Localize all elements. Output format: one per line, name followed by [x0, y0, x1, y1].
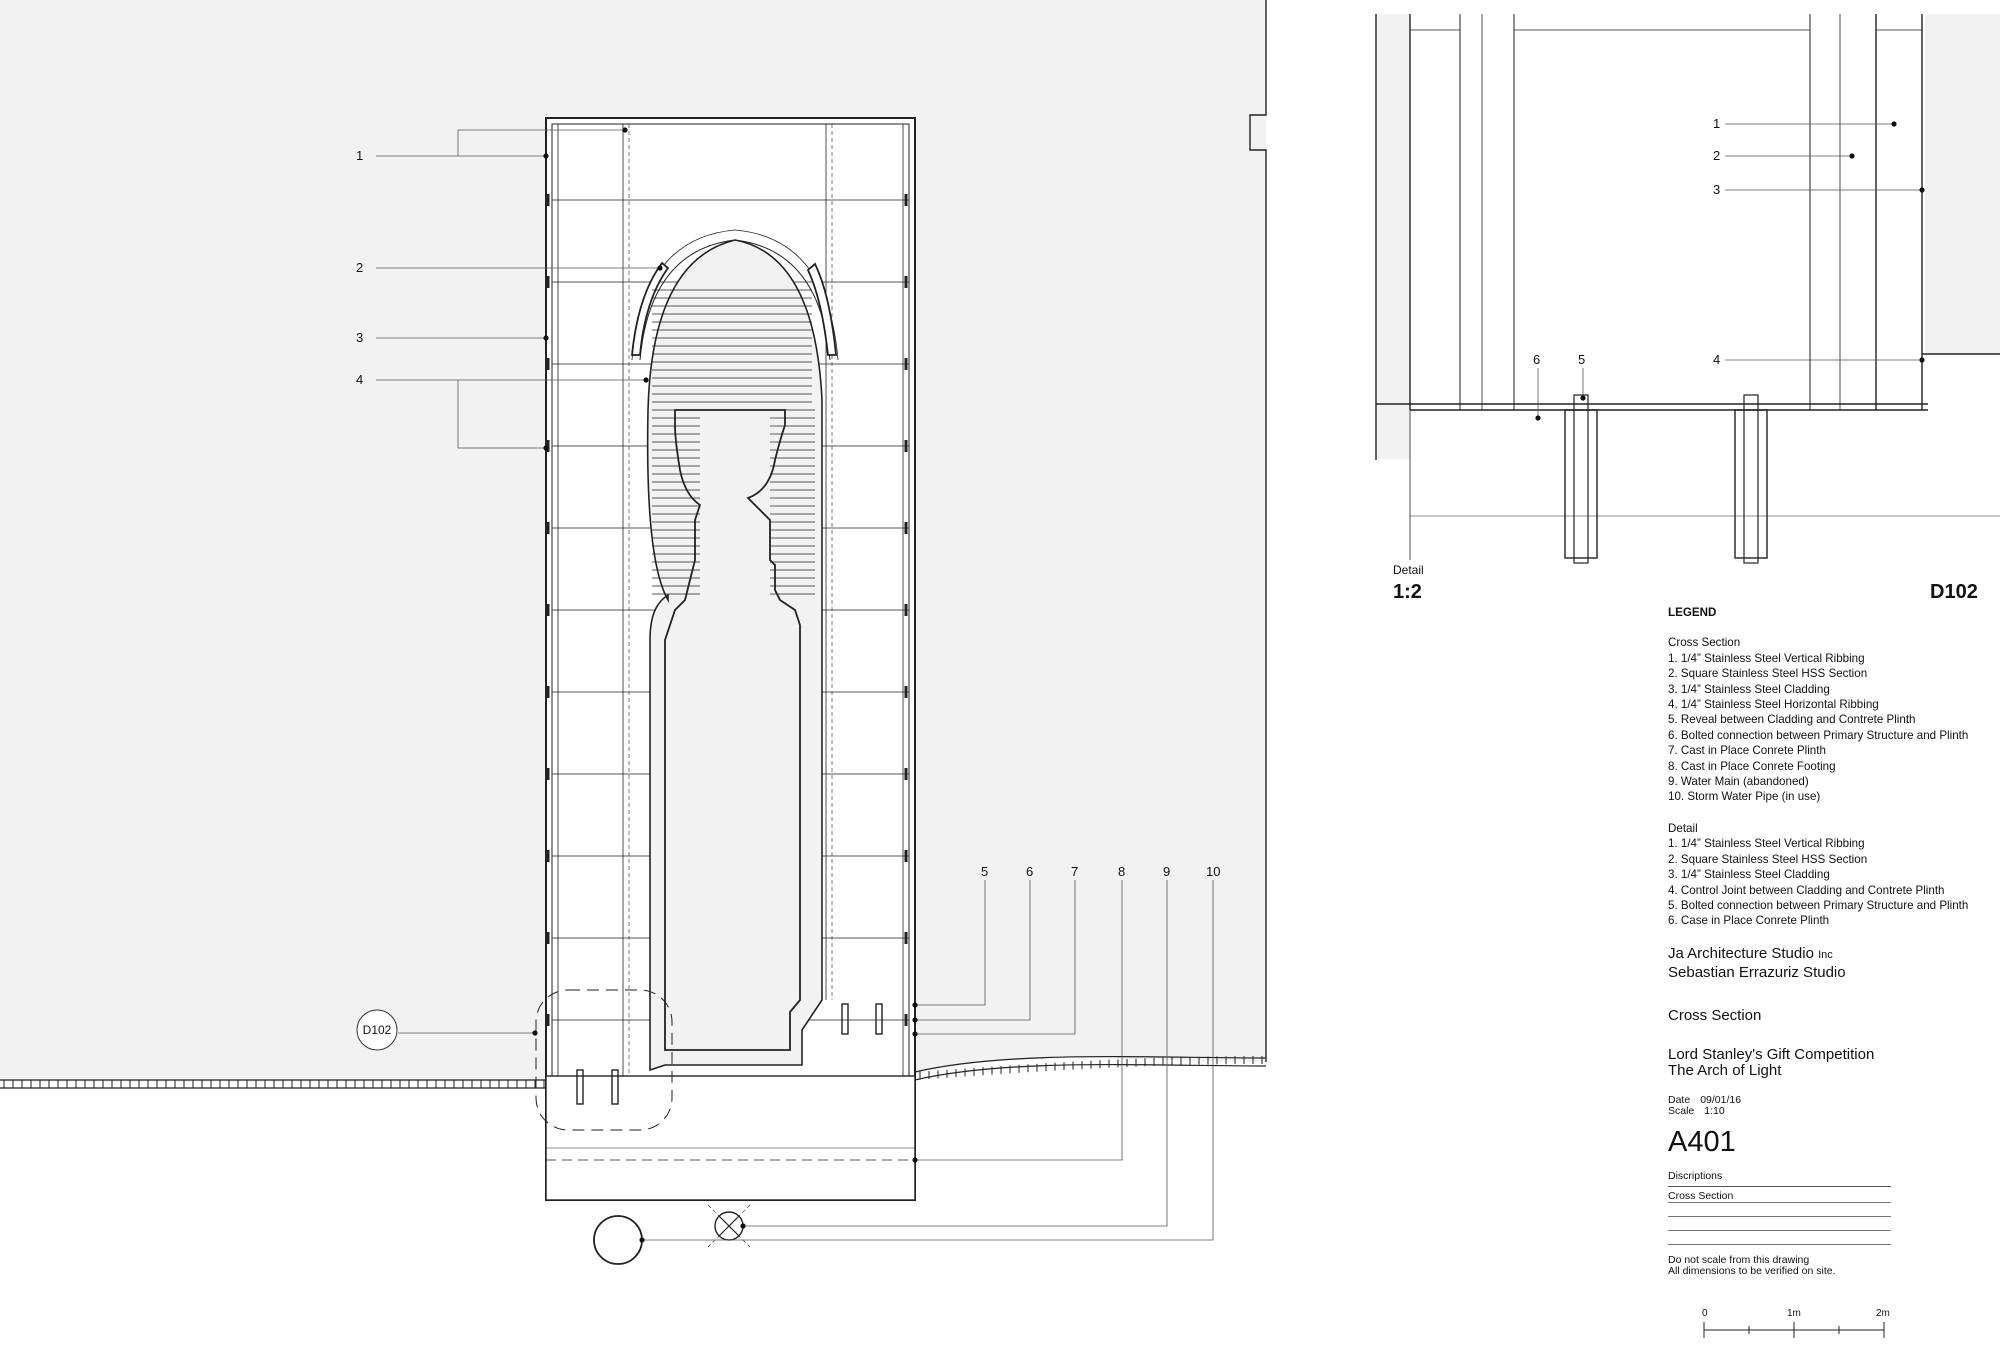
- studio-names: Ja Architecture Studio Inc Sebastian Err…: [1668, 945, 1998, 982]
- scale-tick-2m: 2m: [1876, 1308, 1890, 1319]
- legend-item: 10. Storm Water Pipe (in use): [1668, 790, 1821, 804]
- leader-lines: [376, 129, 1214, 1241]
- legend-item: 2. Square Stainless Steel HSS Section: [1668, 667, 1868, 681]
- arch-structure: [535, 117, 916, 1265]
- leader-dots: [532, 127, 918, 1243]
- legend-item: 3. 1/4” Stainless Steel Cladding: [1668, 868, 1830, 882]
- detail-leaders: [1537, 123, 1922, 418]
- detail-callout-3: 3: [1713, 182, 1720, 197]
- studio-2: Sebastian Errazuriz Studio: [1668, 963, 1846, 981]
- detail-callout-4: 4: [1713, 352, 1720, 367]
- project-line-2: The Arch of Light: [1668, 1062, 1782, 1080]
- callout-1: 1: [356, 148, 363, 163]
- project-name: Lord Stanley's Gift Competition The Arch…: [1668, 1047, 1998, 1079]
- scale-value: 1:10: [1704, 1105, 1725, 1118]
- date-label: Date: [1668, 1094, 1691, 1107]
- scale-note: Do not scale from this drawing All dimen…: [1668, 1253, 1998, 1277]
- project-line-1: Lord Stanley's Gift Competition: [1668, 1046, 1875, 1064]
- detail-callout-2: 2: [1713, 148, 1720, 163]
- legend-item: 8. Cast in Place Conrete Footing: [1668, 759, 1836, 773]
- legend-item: 9. Water Main (abandoned): [1668, 775, 1809, 789]
- date-value: 09/01/16: [1700, 1094, 1742, 1107]
- descriptions-label: Discriptions: [1668, 1169, 1891, 1187]
- legend-item: 6. Bolted connection between Primary Str…: [1668, 728, 1969, 742]
- note-1: Do not scale from this drawing: [1668, 1253, 1810, 1266]
- description-row-empty: [1668, 1203, 1891, 1217]
- description-row-empty: [1668, 1217, 1891, 1231]
- detail-tag-circle: [356, 1009, 398, 1051]
- legend-cross-section: Cross Section 1. 1/4” Stainless Steel Ve…: [1668, 635, 1998, 804]
- detail-dots: [1535, 121, 1925, 421]
- detail-id: D102: [1930, 581, 1978, 603]
- date-scale: Date 09/01/16 Scale 1:10: [1668, 1095, 1998, 1117]
- legend-title-block: LEGEND Cross Section 1. 1/4” Stainless S…: [1668, 605, 1998, 1277]
- legend-item: 5. Reveal between Cladding and Contrete …: [1668, 713, 1916, 727]
- legend-item: 2. Square Stainless Steel HSS Section: [1668, 852, 1868, 866]
- sheet-number: A401: [1668, 1126, 1736, 1159]
- description-row-empty: [1668, 1231, 1891, 1245]
- legend-item: 5. Bolted connection between Primary Str…: [1668, 898, 1969, 912]
- legend-detail-heading: Detail: [1668, 821, 1698, 835]
- legend-item: 3. 1/4” Stainless Steel Cladding: [1668, 682, 1830, 696]
- callout-6: 6: [1026, 864, 1033, 879]
- legend-item: 6. Case in Place Conrete Plinth: [1668, 914, 1830, 928]
- studio-1: Ja Architecture Studio: [1668, 944, 1814, 962]
- detail-label: Detail: [1393, 563, 1424, 577]
- ground-hatch: [3, 1056, 1263, 1088]
- detail-callout-1: 1: [1713, 116, 1720, 131]
- callout-4: 4: [356, 372, 363, 387]
- detail-drawing: [1375, 14, 2000, 564]
- scale-tick-0: 0: [1702, 1308, 1708, 1319]
- legend-item: 4. 1/4” Stainless Steel Horizontal Ribbi…: [1668, 698, 1879, 712]
- scale-tick-1m: 1m: [1787, 1308, 1801, 1319]
- legend-item: 1. 1/4” Stainless Steel Vertical Ribbing: [1668, 651, 1865, 665]
- callout-7: 7: [1071, 864, 1078, 879]
- scale-bar: [1703, 1322, 1885, 1338]
- callout-10: 10: [1206, 864, 1220, 879]
- detail-callout-5: 5: [1578, 352, 1585, 367]
- note-2: All dimensions to be verified on site.: [1668, 1264, 1836, 1277]
- callout-5: 5: [981, 864, 988, 879]
- scale-label: Scale: [1668, 1105, 1695, 1118]
- ground-line: [0, 1055, 1267, 1089]
- detail-scale: 1:2: [1393, 581, 1422, 603]
- sheet-title: Cross Section: [1668, 1006, 1762, 1024]
- earth-edge: [1249, 0, 1267, 1062]
- studio-1-suffix: Inc: [1818, 948, 1833, 961]
- callout-9: 9: [1163, 864, 1170, 879]
- legend-item: 4. Control Joint between Cladding and Co…: [1668, 883, 1945, 897]
- callout-3: 3: [356, 330, 363, 345]
- callout-8: 8: [1118, 864, 1125, 879]
- legend-cross-section-heading: Cross Section: [1668, 636, 1741, 650]
- legend-detail: Detail 1. 1/4” Stainless Steel Vertical …: [1668, 821, 1998, 929]
- legend-title: LEGEND: [1668, 606, 1717, 619]
- legend-item: 1. 1/4” Stainless Steel Vertical Ribbing: [1668, 837, 1865, 851]
- detail-tag-label: D102: [363, 1023, 392, 1037]
- legend-item: 7. Cast in Place Conrete Plinth: [1668, 744, 1826, 758]
- description-row: Cross Section: [1668, 1187, 1891, 1203]
- detail-callout-6: 6: [1533, 352, 1540, 367]
- callout-2: 2: [356, 260, 363, 275]
